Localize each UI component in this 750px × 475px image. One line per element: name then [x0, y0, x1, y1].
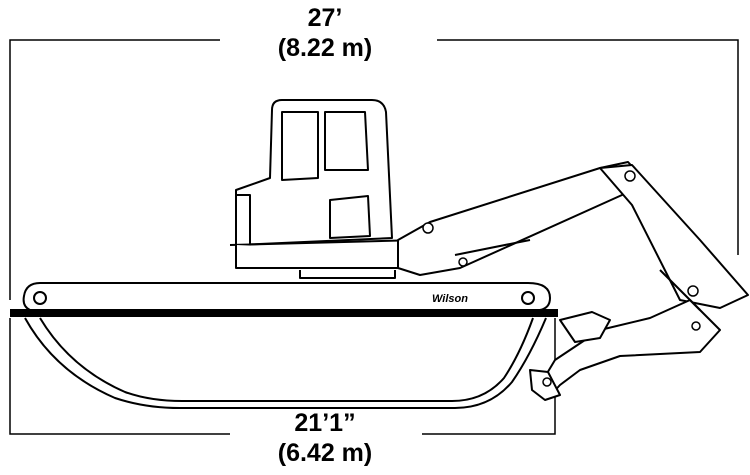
pontoon-hull [24, 317, 547, 409]
brand-label: Wilson [432, 293, 468, 305]
excavator-boom [397, 161, 749, 401]
pontoon-length-feet: 21’1” [294, 409, 356, 437]
pontoon-length-dimension-lines [9, 318, 556, 435]
overall-length-label: 27’ (8.22 m) [245, 3, 405, 63]
overall-length-feet: 27’ [307, 4, 343, 32]
overall-length-dimension-lines [9, 39, 739, 300]
excavator-cab [229, 99, 421, 279]
pontoon-deck [10, 309, 558, 317]
overall-length-meters: (8.22 m) [277, 34, 373, 62]
track-frame [22, 282, 551, 311]
boom-pins [422, 170, 701, 387]
pontoon-length-meters: (6.42 m) [277, 439, 373, 467]
pontoon-length-label: 21’1” (6.42 m) [245, 408, 405, 468]
